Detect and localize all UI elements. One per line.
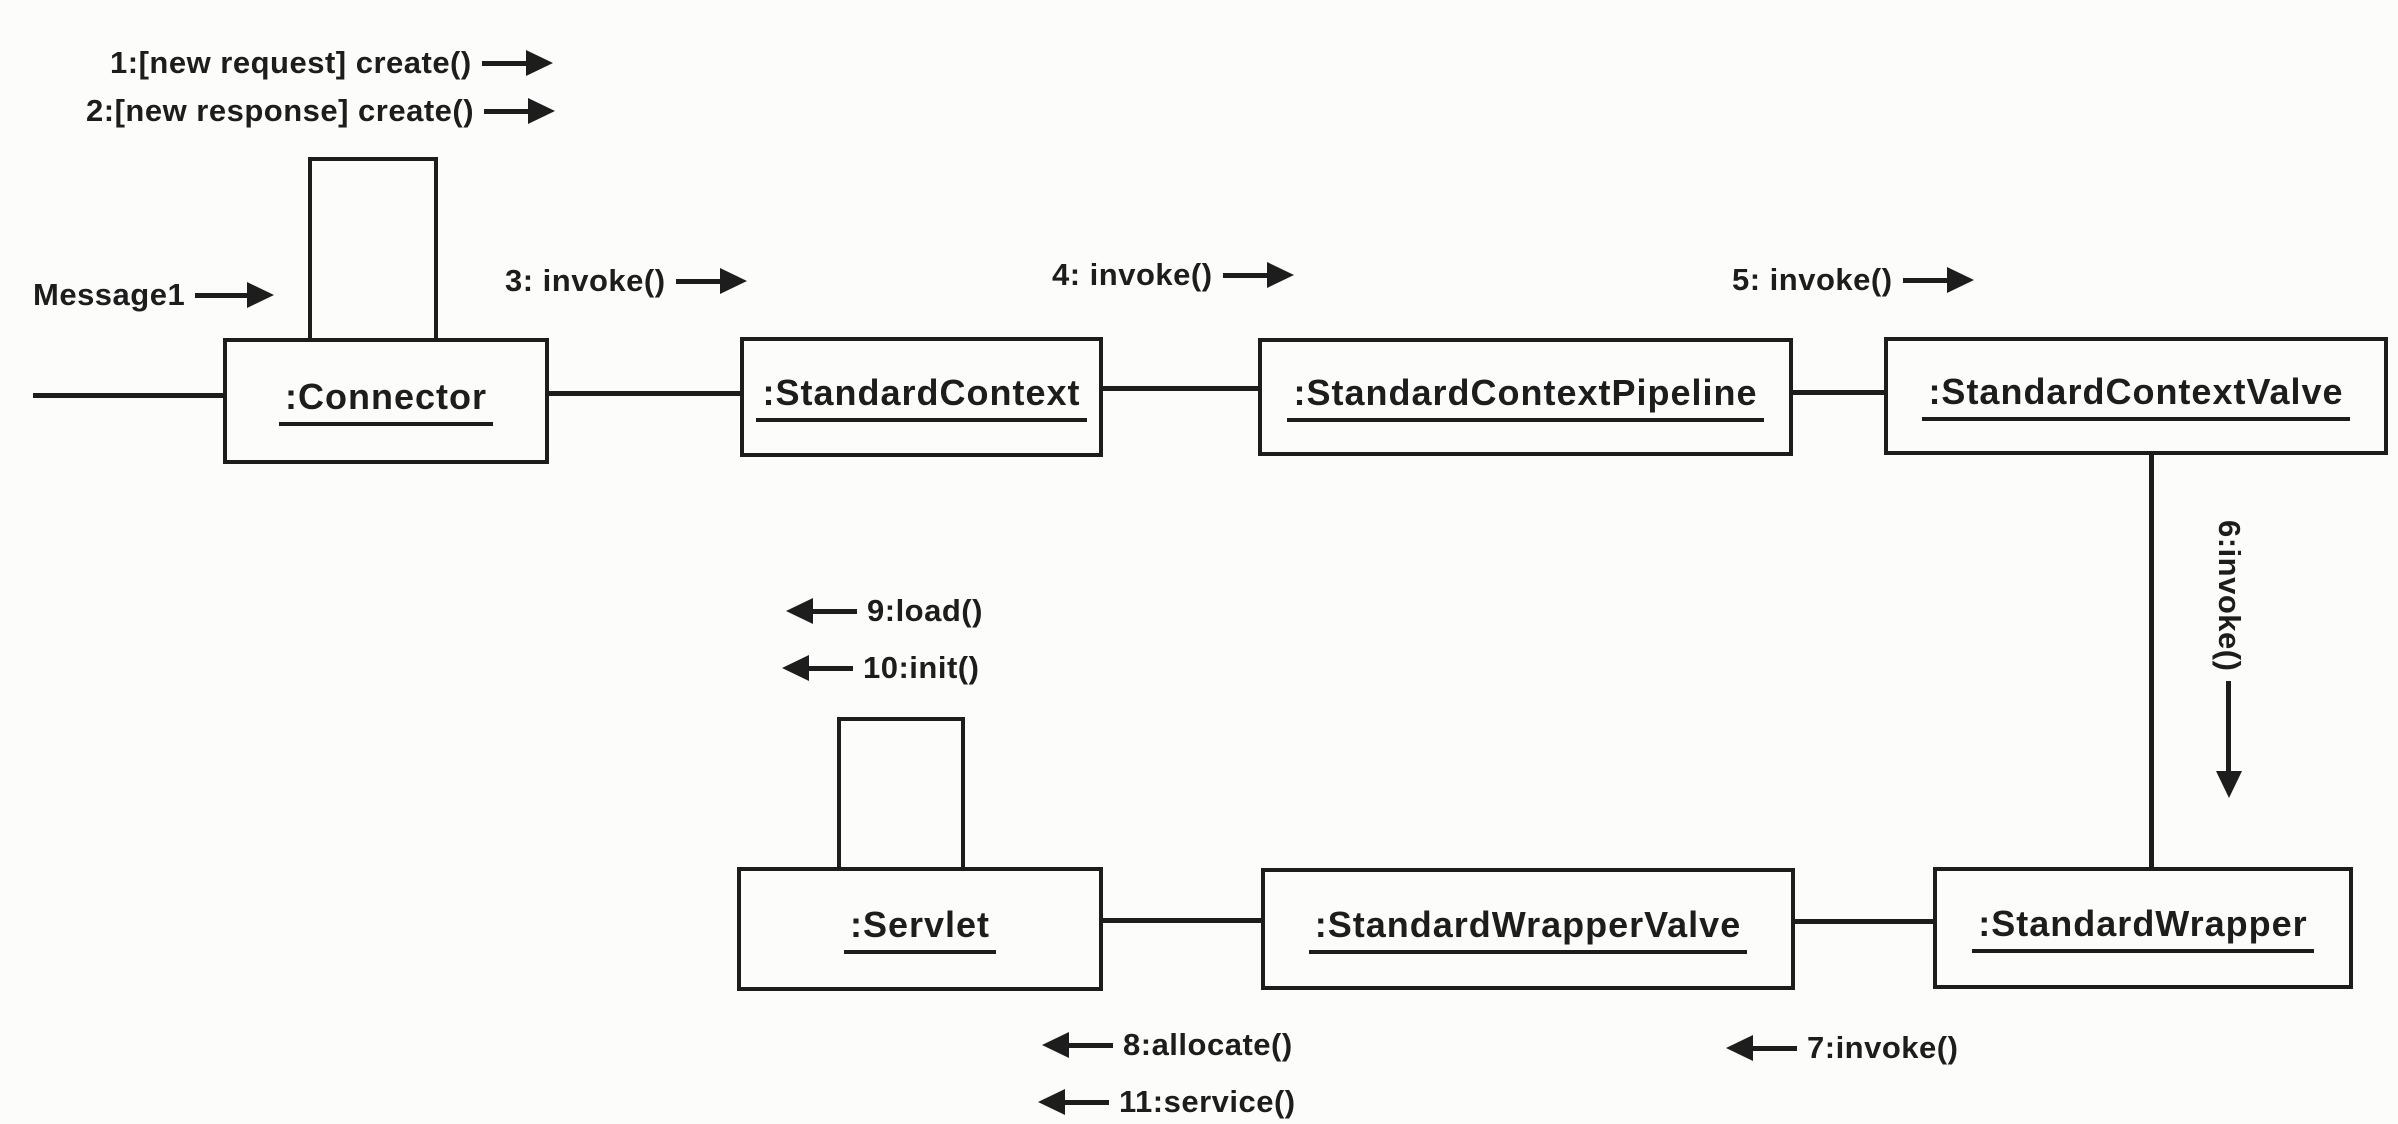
right-arrow-icon [1222,272,1267,278]
object-box-standard-wrapper: :StandardWrapper [1933,867,2353,989]
object-box-standard-context-valve: :StandardContextValve [1884,337,2388,455]
down-arrow-icon [2226,681,2232,772]
message-2-label: 2:[new response] create() [86,93,475,128]
object-box-standard-context: :StandardContext [740,337,1103,457]
object-label-standard-context-valve: :StandardContextValve [1922,371,2350,421]
right-arrow-icon [1902,277,1947,283]
message-6-label: 6:invoke() [2212,520,2247,672]
object-label-servlet: :Servlet [843,904,997,954]
left-arrow-icon [1065,1099,1109,1105]
object-label-standard-wrapper-valve: :StandardWrapperValve [1308,904,1748,954]
object-label-connector: :Connector [279,376,493,426]
message-9-load: 9:load() [786,588,983,634]
left-arrow-icon [1069,1042,1113,1048]
link-line-pipeline-to-valve [1785,390,1884,395]
message-11-label: 11:service() [1119,1084,1296,1119]
object-box-standard-wrapper-valve: :StandardWrapperValve [1261,868,1795,990]
left-arrow-icon [1753,1045,1797,1051]
right-arrow-icon [484,108,529,114]
link-line-connector-to-context [541,391,740,396]
object-box-connector: :Connector [223,338,549,464]
message-11-service: 11:service() [1038,1079,1296,1124]
message-6-invoke: 6:invoke() [2206,520,2252,798]
object-label-standard-context: :StandardContext [756,372,1087,422]
message-8-label: 8:allocate() [1123,1027,1293,1062]
link-line-client-to-connector [33,393,223,398]
right-arrow-icon [481,60,526,66]
message-10-label: 10:init() [863,650,980,685]
object-box-standard-context-pipeline: :StandardContextPipeline [1258,338,1793,456]
connector-self-link-box [308,157,438,350]
message-3-invoke: 3: invoke() [505,258,747,304]
message-1-new-request-create: 1:[new request] create() [110,40,553,86]
message-9-label: 9:load() [867,593,983,628]
message-5-label: 5: invoke() [1732,262,1893,297]
message-4-label: 4: invoke() [1052,257,1213,292]
link-line-context-to-pipeline [1095,386,1258,391]
message-10-init: 10:init() [782,645,979,691]
right-arrow-icon [675,278,720,284]
message-8-allocate: 8:allocate() [1042,1022,1293,1068]
message-7-label: 7:invoke() [1807,1030,1959,1065]
message-2-new-response-create: 2:[new response] create() [86,88,555,134]
link-line-wrappervalve-to-wrapper [1787,919,1933,924]
message-message1: Message1 [33,272,274,318]
message-1-label: 1:[new request] create() [110,45,472,80]
message-7-invoke: 7:invoke() [1726,1025,1958,1071]
message1-label: Message1 [33,277,186,312]
left-arrow-icon [809,665,853,671]
servlet-self-link-box [837,717,965,879]
message-5-invoke: 5: invoke() [1732,257,1974,303]
link-line-valve-to-wrapper [2149,447,2154,867]
right-arrow-icon [195,292,248,298]
left-arrow-icon [813,608,857,614]
link-line-servlet-to-wrappervalve [1095,918,1261,923]
object-label-standard-context-pipeline: :StandardContextPipeline [1287,372,1764,422]
message-4-invoke: 4: invoke() [1052,252,1294,298]
message-3-label: 3: invoke() [505,263,666,298]
object-box-servlet: :Servlet [737,867,1103,991]
object-label-standard-wrapper: :StandardWrapper [1972,903,2314,953]
